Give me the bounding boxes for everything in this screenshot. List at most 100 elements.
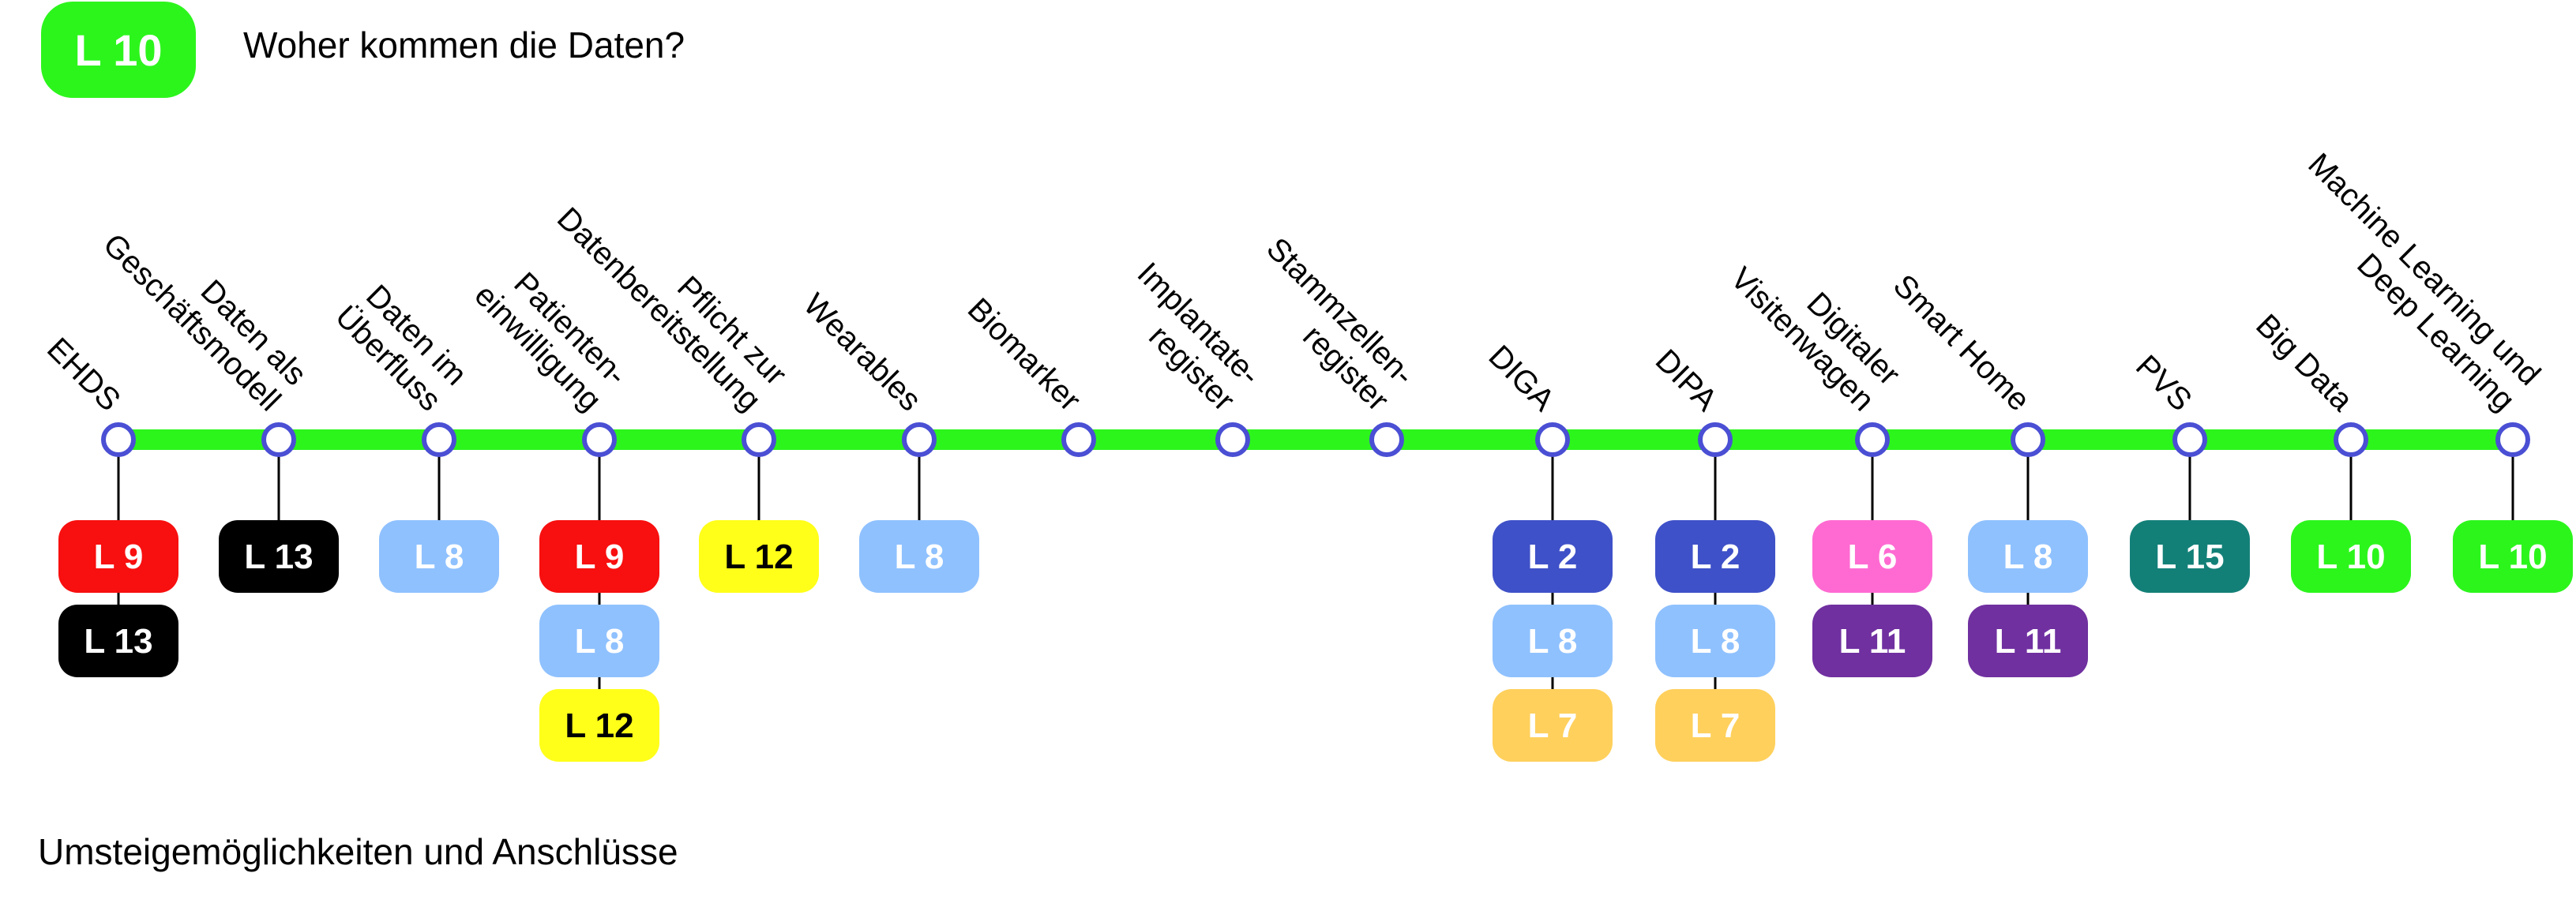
stop-14: Big Data L 10	[2249, 308, 2411, 593]
badge-label: L 10	[2316, 538, 2385, 576]
badge-shape	[219, 520, 339, 593]
badge-label: L 6	[1848, 538, 1898, 576]
stop-marker	[742, 422, 776, 457]
connection-badge: L 2	[1493, 520, 1613, 593]
stop-7: Implantate-register	[1105, 256, 1267, 457]
stop-marker	[2172, 422, 2207, 457]
badge-label: L 11	[1839, 622, 1906, 661]
badge-shape	[1968, 605, 2088, 677]
stop-marker	[1698, 422, 1733, 457]
connection-badge: L 11	[1812, 605, 1932, 677]
stop-label: Wearables	[797, 287, 928, 418]
badge-label: L 8	[1528, 622, 1578, 661]
badge-label: L 8	[1691, 622, 1740, 661]
stop-label: DIPA	[1649, 343, 1724, 418]
badge-shape	[1655, 605, 1775, 677]
badge-shape	[539, 689, 659, 762]
badge-shape	[539, 605, 659, 677]
badge-label: L 13	[84, 622, 152, 661]
badge-shape	[2291, 520, 2411, 593]
connection-badge: L 8	[859, 520, 979, 593]
stop-marker	[422, 422, 456, 457]
connection-badge: L 13	[219, 520, 339, 593]
stop-marker	[2495, 422, 2530, 457]
stop-marker	[1215, 422, 1250, 457]
connection-badge: L 7	[1655, 689, 1775, 762]
stop-9: DIGA L 2 L 8 L 7	[1481, 339, 1613, 762]
badge-shape	[1655, 520, 1775, 593]
badge-label: L 2	[1528, 538, 1578, 576]
stop-marker	[2334, 422, 2368, 457]
stop-8: Stammzellen-register	[1234, 231, 1421, 457]
badge-label: L 8	[575, 622, 625, 661]
connection-badge: L 9	[58, 520, 178, 593]
badge-shape	[1493, 520, 1613, 593]
stop-label: Daten alsGeschäftsmodell	[96, 201, 313, 418]
stop-label: DIGA	[1481, 339, 1560, 418]
badge-shape	[58, 520, 178, 593]
badge-label: L 12	[724, 538, 793, 576]
stop-label: Daten imÜberfluss	[329, 273, 473, 418]
footer-caption: Umsteigemöglichkeiten und Anschlüsse	[38, 831, 678, 872]
badge-label: L 13	[244, 538, 313, 576]
stop-label: Implantate-register	[1105, 256, 1267, 418]
stop-label: Big Data	[2249, 308, 2360, 418]
badge-label: L 11	[1995, 622, 2062, 661]
stop-marker	[261, 422, 296, 457]
badge-shape	[1493, 689, 1613, 762]
stop-label: Smart Home	[1887, 268, 2037, 418]
connection-badge: L 13	[58, 605, 178, 677]
stop-label: PVS	[2129, 349, 2199, 418]
badge-shape	[859, 520, 979, 593]
connection-badge: L 10	[2453, 520, 2573, 593]
connection-badge: L 8	[1655, 605, 1775, 677]
badge-label: L 10	[2478, 538, 2547, 576]
badge-label: L 8	[895, 538, 944, 576]
connection-badge: L 12	[699, 520, 819, 593]
badge-shape	[1493, 605, 1613, 677]
badge-label: L 9	[94, 538, 144, 576]
stop-marker	[2011, 422, 2045, 457]
badge-label: L 7	[1691, 706, 1740, 745]
stop-13: PVS L 15	[2129, 349, 2250, 593]
connection-badge: L 11	[1968, 605, 2088, 677]
connection-badge: L 10	[2291, 520, 2411, 593]
badge-shape	[1655, 689, 1775, 762]
connection-badge: L 15	[2130, 520, 2250, 593]
stop-label: DigitalerVisitenwagen	[1724, 235, 1906, 418]
badge-label: L 2	[1691, 538, 1740, 576]
stop-marker	[1061, 422, 1096, 457]
stop-marker	[1535, 422, 1570, 457]
page-title: Woher kommen die Daten?	[243, 24, 685, 66]
connection-badge: L 8	[1493, 605, 1613, 677]
connection-badge: L 2	[1655, 520, 1775, 593]
badge-shape	[379, 520, 499, 593]
connection-badge: L 6	[1812, 520, 1932, 593]
badge-shape	[1812, 605, 1932, 677]
badge-label: L 7	[1528, 706, 1578, 745]
connection-badge: L 9	[539, 520, 659, 593]
stop-0: EHDS L 9 L 13	[40, 332, 178, 677]
badge-label: L 15	[2155, 538, 2224, 576]
badge-shape	[2130, 520, 2250, 593]
badge-label: L 8	[2003, 538, 2053, 576]
connection-badge: L 12	[539, 689, 659, 762]
line-badge: L 10	[41, 2, 196, 98]
stop-marker	[582, 422, 617, 457]
badge-shape	[699, 520, 819, 593]
stop-10: DIPA L 2 L 8 L 7	[1649, 343, 1775, 762]
stop-marker	[1369, 422, 1404, 457]
badge-label: L 9	[575, 538, 625, 576]
badge-shape	[1812, 520, 1932, 593]
stop-marker	[1855, 422, 1890, 457]
stop-label: Stammzellen-register	[1234, 231, 1421, 418]
connection-badge: L 8	[1968, 520, 2088, 593]
stop-label: EHDS	[40, 332, 127, 418]
badge-shape	[2453, 520, 2573, 593]
badge-label: L 12	[565, 706, 633, 745]
connection-badge: L 7	[1493, 689, 1613, 762]
badge-shape	[58, 605, 178, 677]
badge-shape	[1968, 520, 2088, 593]
